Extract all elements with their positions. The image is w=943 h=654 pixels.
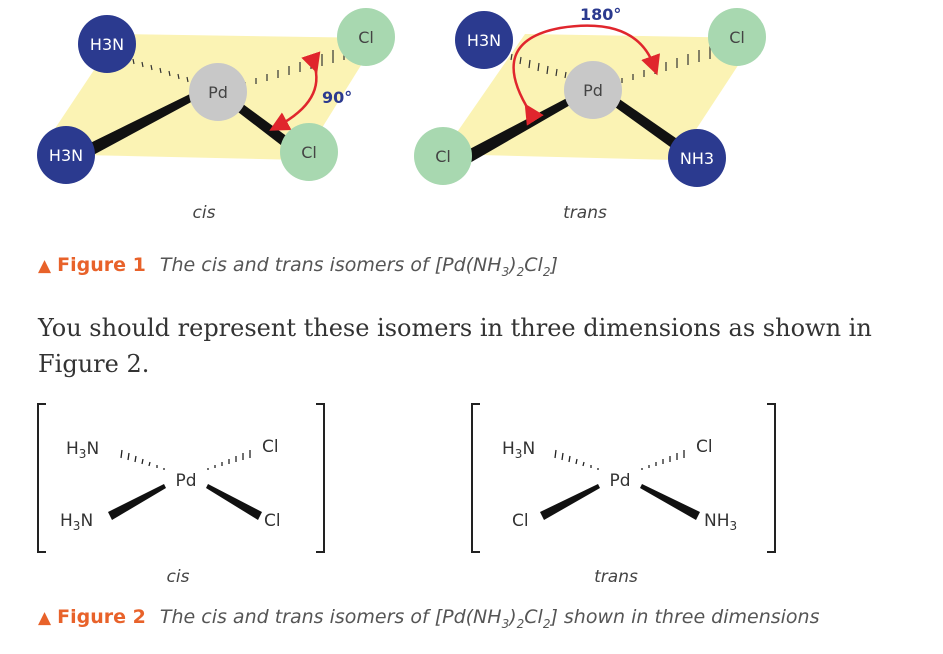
cis-ball-model: 90° H3N Cl Pd H3N Cl cis	[37, 8, 395, 223]
cis-label: cis	[167, 567, 190, 587]
trans-label: trans	[563, 203, 607, 223]
cis-amine-ball-bottom-left	[37, 126, 95, 184]
cis-angle-label: 90°	[322, 88, 352, 107]
trans-angle-arrow	[512, 24, 661, 126]
cis-chloride-ball-bottom-right	[280, 123, 338, 181]
figure-number: Figure 1	[57, 254, 146, 276]
figure-1-caption: ▲ Figure 1 The cis and trans isomers of …	[38, 254, 558, 279]
cis-right-bracket	[316, 403, 325, 553]
cis-palladium-ball	[189, 63, 247, 121]
cis-atom-top-left: H3N	[90, 35, 124, 54]
cis-atom-top-right: Cl	[262, 437, 279, 457]
trans-atom-top-right: Cl	[729, 28, 745, 47]
cis-atom-center: Pd	[208, 83, 228, 102]
trans-atom-top-right: Cl	[696, 437, 713, 457]
trans-solid-wedge-right	[640, 484, 700, 520]
trans-palladium-ball	[564, 61, 622, 119]
cis-atom-bottom-left: H3N	[49, 146, 83, 165]
cis-angle-arrow	[269, 51, 321, 131]
cis-atom-bottom-right: Cl	[264, 511, 281, 531]
trans-structure: H3N Cl Pd Cl NH3 trans	[471, 403, 776, 587]
cis-amine-ball-top-left	[78, 15, 136, 73]
body-paragraph: You should represent these isomers in th…	[38, 314, 872, 378]
caption-text: The cis and trans isomers of [Pd(NH3)2Cl…	[159, 254, 558, 279]
cis-hashed-bond-right	[207, 450, 251, 470]
trans-right-bracket	[767, 403, 776, 553]
cis-atom-center: Pd	[175, 471, 196, 491]
trans-ball-model: 180° H3N Cl Pd Cl NH3 trans	[414, 5, 766, 223]
trans-atom-center: Pd	[609, 471, 630, 491]
trans-atom-center: Pd	[583, 81, 603, 100]
trans-atom-top-left: H3N	[502, 439, 535, 461]
trans-solid-wedge-left	[540, 484, 600, 520]
cis-solid-wedge-bottom-left	[80, 94, 195, 160]
cis-atom-top-right: Cl	[358, 28, 374, 47]
cis-chloride-ball-top-right	[337, 8, 395, 66]
trans-left-bracket	[471, 403, 480, 553]
cis-atom-bottom-right: Cl	[301, 143, 317, 162]
trans-label: trans	[594, 567, 638, 587]
trans-chloride-ball-bottom-left	[414, 127, 472, 185]
cis-solid-wedge-left	[108, 484, 166, 520]
cis-hashed-bond-top-left	[132, 58, 189, 83]
figure-2-caption: ▲ Figure 2 The cis and trans isomers of …	[38, 606, 820, 631]
trans-atom-bottom-left: Cl	[512, 511, 529, 531]
trans-atom-bottom-right: NH3	[680, 149, 714, 168]
caption-marker-icon: ▲	[38, 608, 52, 628]
caption-marker-icon: ▲	[38, 256, 52, 276]
cis-atom-top-left: H3N	[66, 439, 99, 461]
cis-atom-bottom-left: H3N	[60, 511, 93, 533]
trans-hashed-bond-right	[641, 450, 685, 470]
figure-2: H3N Cl Pd H3N Cl cis H3N	[37, 403, 776, 587]
cis-solid-wedge-bottom-right	[225, 96, 296, 152]
cis-hashed-bond-left	[120, 449, 165, 470]
trans-chloride-ball-top-right	[708, 8, 766, 66]
trans-amine-ball-bottom-right	[668, 129, 726, 187]
caption-text: The cis and trans isomers of [Pd(NH3)2Cl…	[159, 606, 820, 631]
trans-atom-bottom-left: Cl	[435, 147, 451, 166]
trans-amine-ball-top-left	[455, 11, 513, 69]
figure-1: 90° H3N Cl Pd H3N Cl cis	[37, 5, 766, 223]
figure-number: Figure 2	[57, 606, 146, 628]
cis-label: cis	[193, 203, 216, 223]
cis-left-bracket	[37, 403, 46, 553]
cis-structure: H3N Cl Pd H3N Cl cis	[37, 403, 325, 587]
trans-atom-bottom-right: NH3	[704, 511, 737, 533]
trans-angle-label: 180°	[580, 5, 621, 24]
trans-atom-top-left: H3N	[467, 31, 501, 50]
cis-solid-wedge-right	[206, 484, 262, 520]
trans-hashed-bond-left	[554, 449, 599, 470]
